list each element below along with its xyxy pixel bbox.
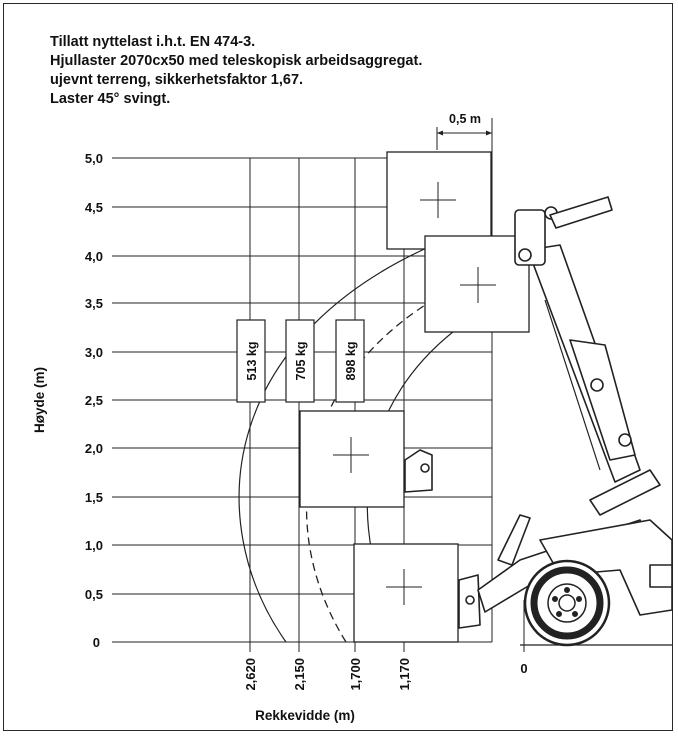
x-axis-label: Rekkevidde (m) [255,708,355,723]
x-tick-2150: 2,150 [292,658,307,691]
dimension-label: 0,5 m [449,112,481,126]
load-box-upper-mid [424,235,530,333]
title-line-4: Laster 45° svingt. [50,91,171,107]
dimension-marker [436,127,493,150]
y-tick-2-0: 2,0 [85,441,103,456]
x-tick-1170: 1,170 [397,658,412,691]
load-box-lower-mid [299,410,405,508]
arm-cylinder [497,514,531,566]
y-tick-0-5: 0,5 [85,587,103,602]
y-tick-4-5: 4,5 [85,200,103,215]
title-line-1: Tillatt nyttelast i.h.t. EN 474-3. [50,34,256,50]
y-tick-3-0: 3,0 [85,345,103,360]
y-tick-4-0: 4,0 [85,249,103,264]
outer-reach-arc [238,237,451,643]
y-tick-3-5: 3,5 [85,296,103,311]
y-tick-5-0: 5,0 [85,151,103,166]
load-box-bottom [353,543,459,643]
y-tick-0: 0 [93,635,100,650]
x-tick-0: 0 [520,661,527,676]
x-tick-2620: 2,620 [243,658,258,691]
loader-illustration [404,196,673,629]
front-wheel [523,559,611,647]
dashed-reach-arc [305,279,471,643]
y-tick-1-5: 1,5 [85,490,103,505]
load-centre-crosshairs [333,182,496,605]
title-line-3: ujevnt terreng, sikkerhetsfaktor 1,67. [50,72,304,88]
x-tick-1700: 1,700 [348,658,363,691]
load-label-705: 705 kg [294,342,308,381]
capacity-label-boxes [236,319,365,403]
load-label-898: 898 kg [344,342,358,381]
load-boxes [299,151,530,643]
boom-cylinder [569,339,636,461]
tilt-cylinder [549,196,613,229]
hydraulic-coupling [649,564,673,588]
y-axis-label: Høyde (m) [32,367,47,433]
y-tick-1-0: 1,0 [85,538,103,553]
title-line-2: Hjullaster 2070cx50 med teleskopisk arbe… [50,53,423,69]
load-label-513: 513 kg [245,342,259,381]
y-tick-2-5: 2,5 [85,393,103,408]
